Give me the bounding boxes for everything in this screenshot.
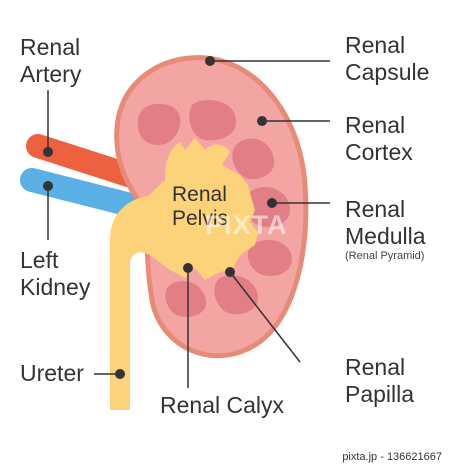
- label-renal-pelvis: Renal Pelvis: [172, 183, 229, 230]
- label-renal-cortex: Renal Cortex: [345, 112, 413, 165]
- label-left-kidney: Left Kidney: [20, 247, 91, 300]
- pointer-dots: [43, 56, 277, 379]
- label-renal-papilla: Renal Papilla: [345, 354, 415, 407]
- label-renal-medulla: Renal Medulla: [345, 196, 426, 249]
- image-credit: pixta.jp - 136621667: [342, 451, 442, 463]
- label-renal-calyx: Renal Calyx: [160, 392, 284, 418]
- label-renal-capsule: Renal Capsule: [345, 32, 430, 85]
- watermark: PIXTA: [205, 210, 288, 240]
- pointer-lines: [47, 60, 330, 388]
- renal-medulla-pyramids: [137, 100, 293, 317]
- label-renal-pyramid: (Renal Pyramid): [345, 250, 425, 262]
- label-ureter: Ureter: [20, 360, 84, 386]
- renal-pelvis-shape: [110, 138, 258, 410]
- label-renal-artery: Renal Artery: [20, 34, 82, 87]
